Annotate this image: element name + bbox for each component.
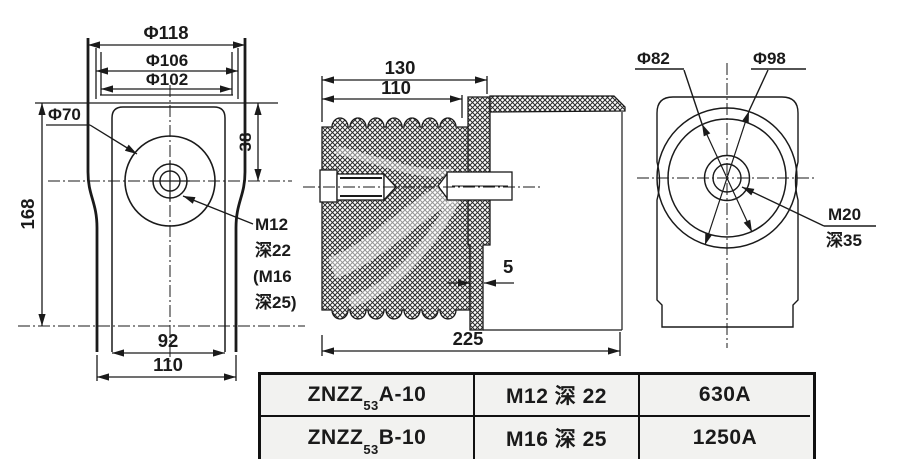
dim-5: 5 <box>503 256 513 277</box>
dim-110-section: 110 <box>381 77 411 98</box>
dim-phi106: Φ106 <box>146 51 188 70</box>
dim-92: 92 <box>158 330 179 351</box>
section-flange <box>467 96 491 331</box>
dim-phi118: Φ118 <box>143 22 188 43</box>
front-outline-right <box>234 38 247 352</box>
front-view: Φ118 Φ106 Φ102 Φ70 168 38 92 110 M12 深22… <box>17 22 305 381</box>
thread-cell: M16 深 25 <box>475 417 640 459</box>
front-thread-note-4: 深25) <box>255 292 297 312</box>
dim-phi82: Φ82 <box>637 49 670 68</box>
dim-225: 225 <box>453 328 484 349</box>
model-suffix: A-10 <box>378 383 427 406</box>
model-prefix: ZNZZ <box>307 383 364 406</box>
dim-38: 38 <box>236 133 255 152</box>
dim-phi102: Φ102 <box>146 70 188 89</box>
dim-168: 168 <box>17 199 38 230</box>
rear-view: Φ82 Φ98 M20 深35 <box>635 49 876 348</box>
model-subscript: 53 <box>363 398 379 413</box>
thread-cell: M12 深 22 <box>475 375 640 417</box>
front-thread-note-1: M12 <box>255 215 288 234</box>
front-thread-note-3: (M16 <box>253 267 292 286</box>
phi70-circle <box>124 135 216 227</box>
front-outline-left <box>86 38 99 352</box>
section-mounting-plate <box>489 95 626 113</box>
rear-thread-note-1: M20 <box>828 205 861 224</box>
section-box <box>483 112 623 331</box>
current-cell: 630A <box>640 375 810 417</box>
rear-thread-note-2: 深35 <box>826 230 862 250</box>
front-hub-cross <box>150 161 190 201</box>
front-cup <box>111 106 226 352</box>
section-view: 130 110 5 225 <box>303 57 626 356</box>
front-thread-note-2: 深22 <box>255 240 291 260</box>
model-subscript: 53 <box>363 442 379 457</box>
phi98-circle <box>656 107 798 249</box>
model-prefix: ZNZZ <box>307 426 364 449</box>
dim-110-front: 110 <box>153 354 183 375</box>
current-cell: 1250A <box>692 426 758 449</box>
model-suffix: B-10 <box>378 426 427 449</box>
dim-phi98: Φ98 <box>753 49 786 68</box>
dim-phi70: Φ70 <box>48 105 81 124</box>
dim-130: 130 <box>385 57 416 78</box>
